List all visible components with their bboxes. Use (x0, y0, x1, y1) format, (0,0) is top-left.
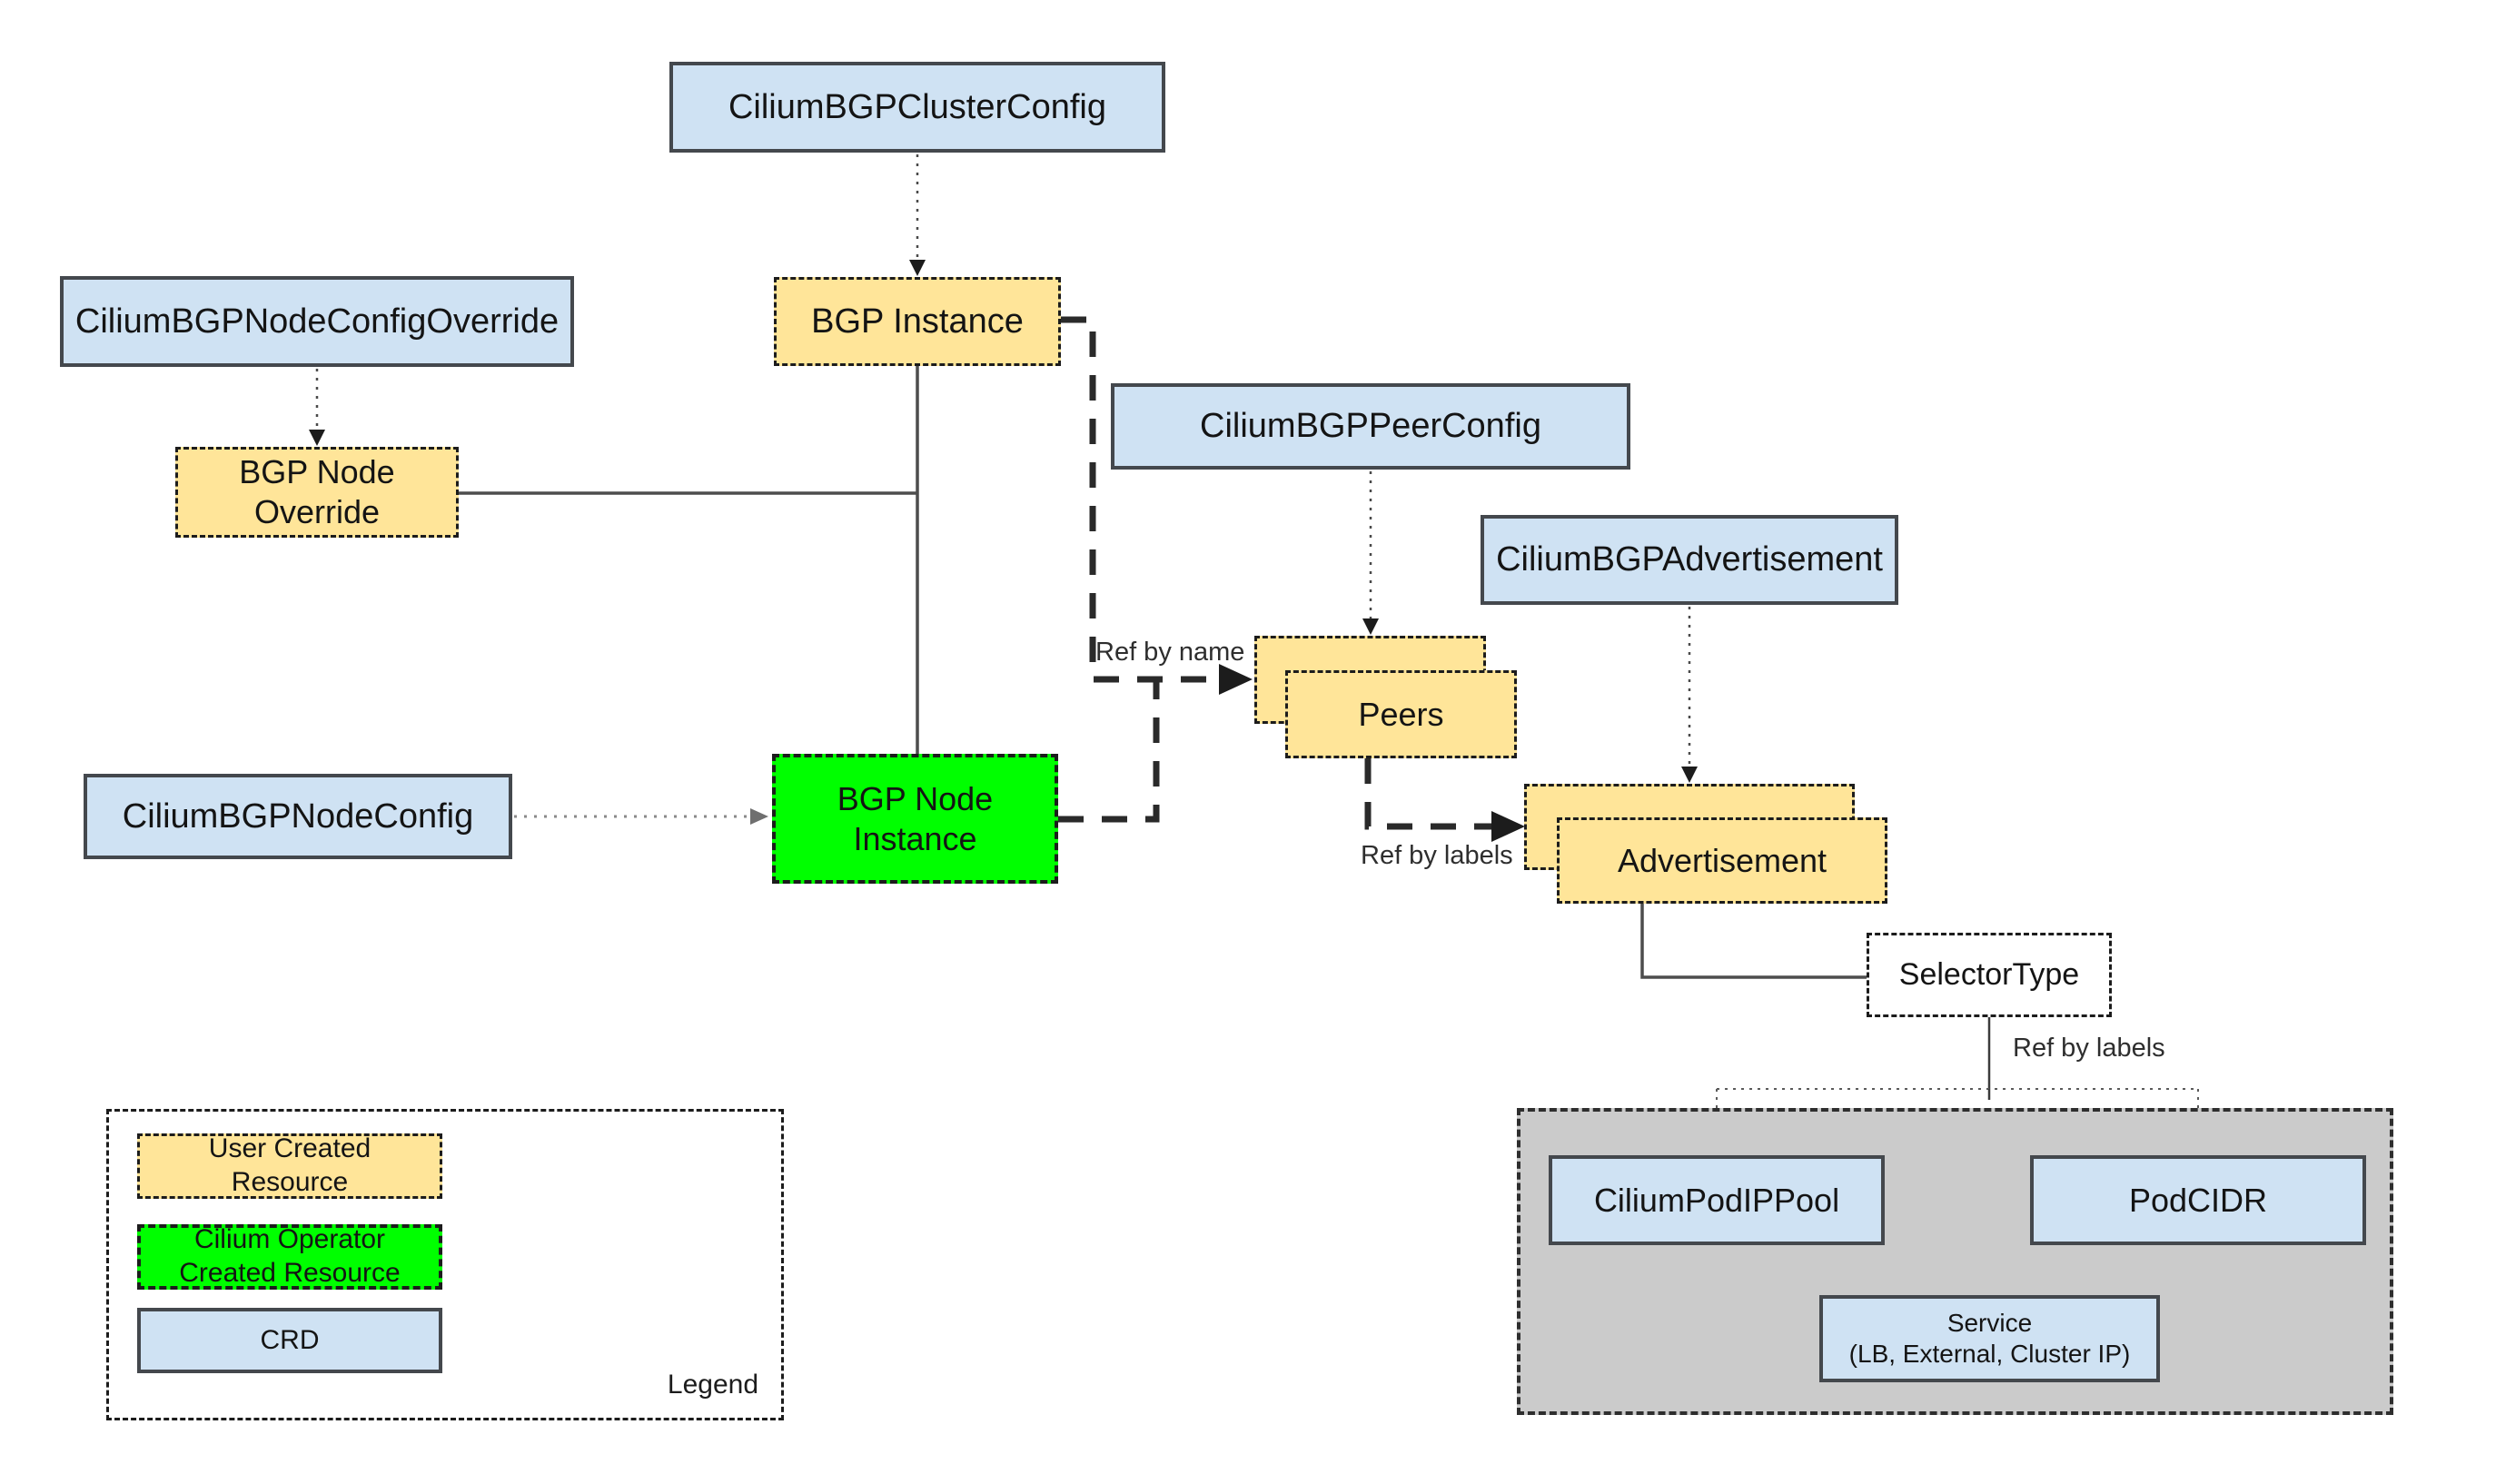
node-label: PodCIDR (2128, 1181, 2268, 1219)
node-bgp-node-override: BGP Node Override (175, 447, 459, 538)
node-label: CiliumBGPNodeConfigOverride (74, 302, 560, 341)
node-cilium-bgp-node-config: CiliumBGPNodeConfig (84, 774, 512, 859)
node-label: CiliumBGPPeerConfig (1200, 407, 1541, 446)
node-bgp-instance: BGP Instance (774, 277, 1061, 366)
legend-item-user-created: User Created Resource (137, 1133, 442, 1199)
node-label: Advertisement (1617, 841, 1827, 879)
node-label: BGP Node Override (239, 453, 395, 530)
node-label: BGP Instance (811, 302, 1024, 341)
node-service: Service (LB, External, Cluster IP) (1819, 1295, 2160, 1382)
arrowhead-bgpinstance (909, 260, 926, 276)
node-cilium-bgp-cluster-config: CiliumBGPClusterConfig (669, 62, 1165, 153)
legend-item-operator-created: Cilium Operator Created Resource (137, 1224, 442, 1290)
node-selector-type: SelectorType (1867, 933, 2112, 1017)
node-cilium-bgp-advertisement: CiliumBGPAdvertisement (1481, 515, 1898, 605)
node-bgp-node-instance: BGP Node Instance (772, 754, 1058, 884)
node-cilium-bgp-peer-config: CiliumBGPPeerConfig (1111, 383, 1630, 470)
edge-label-ref-by-labels-selector: Ref by labels (2013, 1034, 2165, 1063)
node-label: CiliumBGPAdvertisement (1496, 540, 1883, 579)
edge-bgpnodeinstance-join-refbyname (1058, 682, 1160, 823)
node-label: SelectorType (1898, 956, 2080, 992)
edge-label-ref-by-labels-peers: Ref by labels (1361, 841, 1513, 870)
legend-item-label: Cilium Operator Created Resource (179, 1224, 401, 1288)
node-pod-cidr: PodCIDR (2030, 1155, 2366, 1245)
edge-bgpinstance-refbyname-peers (1061, 316, 1219, 683)
node-advertisement: Advertisement (1557, 817, 1887, 904)
node-label: BGP Node Instance (837, 779, 994, 857)
legend-title: Legend (667, 1370, 758, 1400)
arrowhead-refbyname (1219, 664, 1253, 695)
arrowhead-peers (1362, 618, 1379, 635)
edge-peers-refbylabels-advertisement (1364, 758, 1491, 830)
arrowhead-bgpnodeoverride (309, 430, 325, 446)
node-label: Service (LB, External, Cluster IP) (1848, 1308, 2131, 1368)
arrowhead-refbylabels-advertisement (1491, 811, 1525, 842)
node-label: CiliumBGPClusterConfig (728, 87, 1106, 126)
edge-advertisement-to-selectortype (1640, 904, 1867, 979)
legend-item-crd: CRD (137, 1308, 442, 1373)
legend-item-label: User Created Resource (208, 1133, 371, 1197)
legend-item-label: CRD (260, 1324, 320, 1355)
arrowhead-advertisement (1681, 767, 1698, 783)
node-peers: Peers (1285, 670, 1517, 758)
node-cilium-bgp-node-config-override: CiliumBGPNodeConfigOverride (60, 276, 574, 367)
node-label: CiliumBGPNodeConfig (122, 796, 474, 836)
edge-label-ref-by-name: Ref by name (1095, 638, 1245, 667)
arrowhead-bgpnodeinstance (750, 808, 768, 825)
node-label: Peers (1358, 695, 1444, 733)
node-label: CiliumPodIPPool (1593, 1181, 1840, 1219)
node-cilium-pod-ip-pool: CiliumPodIPPool (1549, 1155, 1885, 1245)
